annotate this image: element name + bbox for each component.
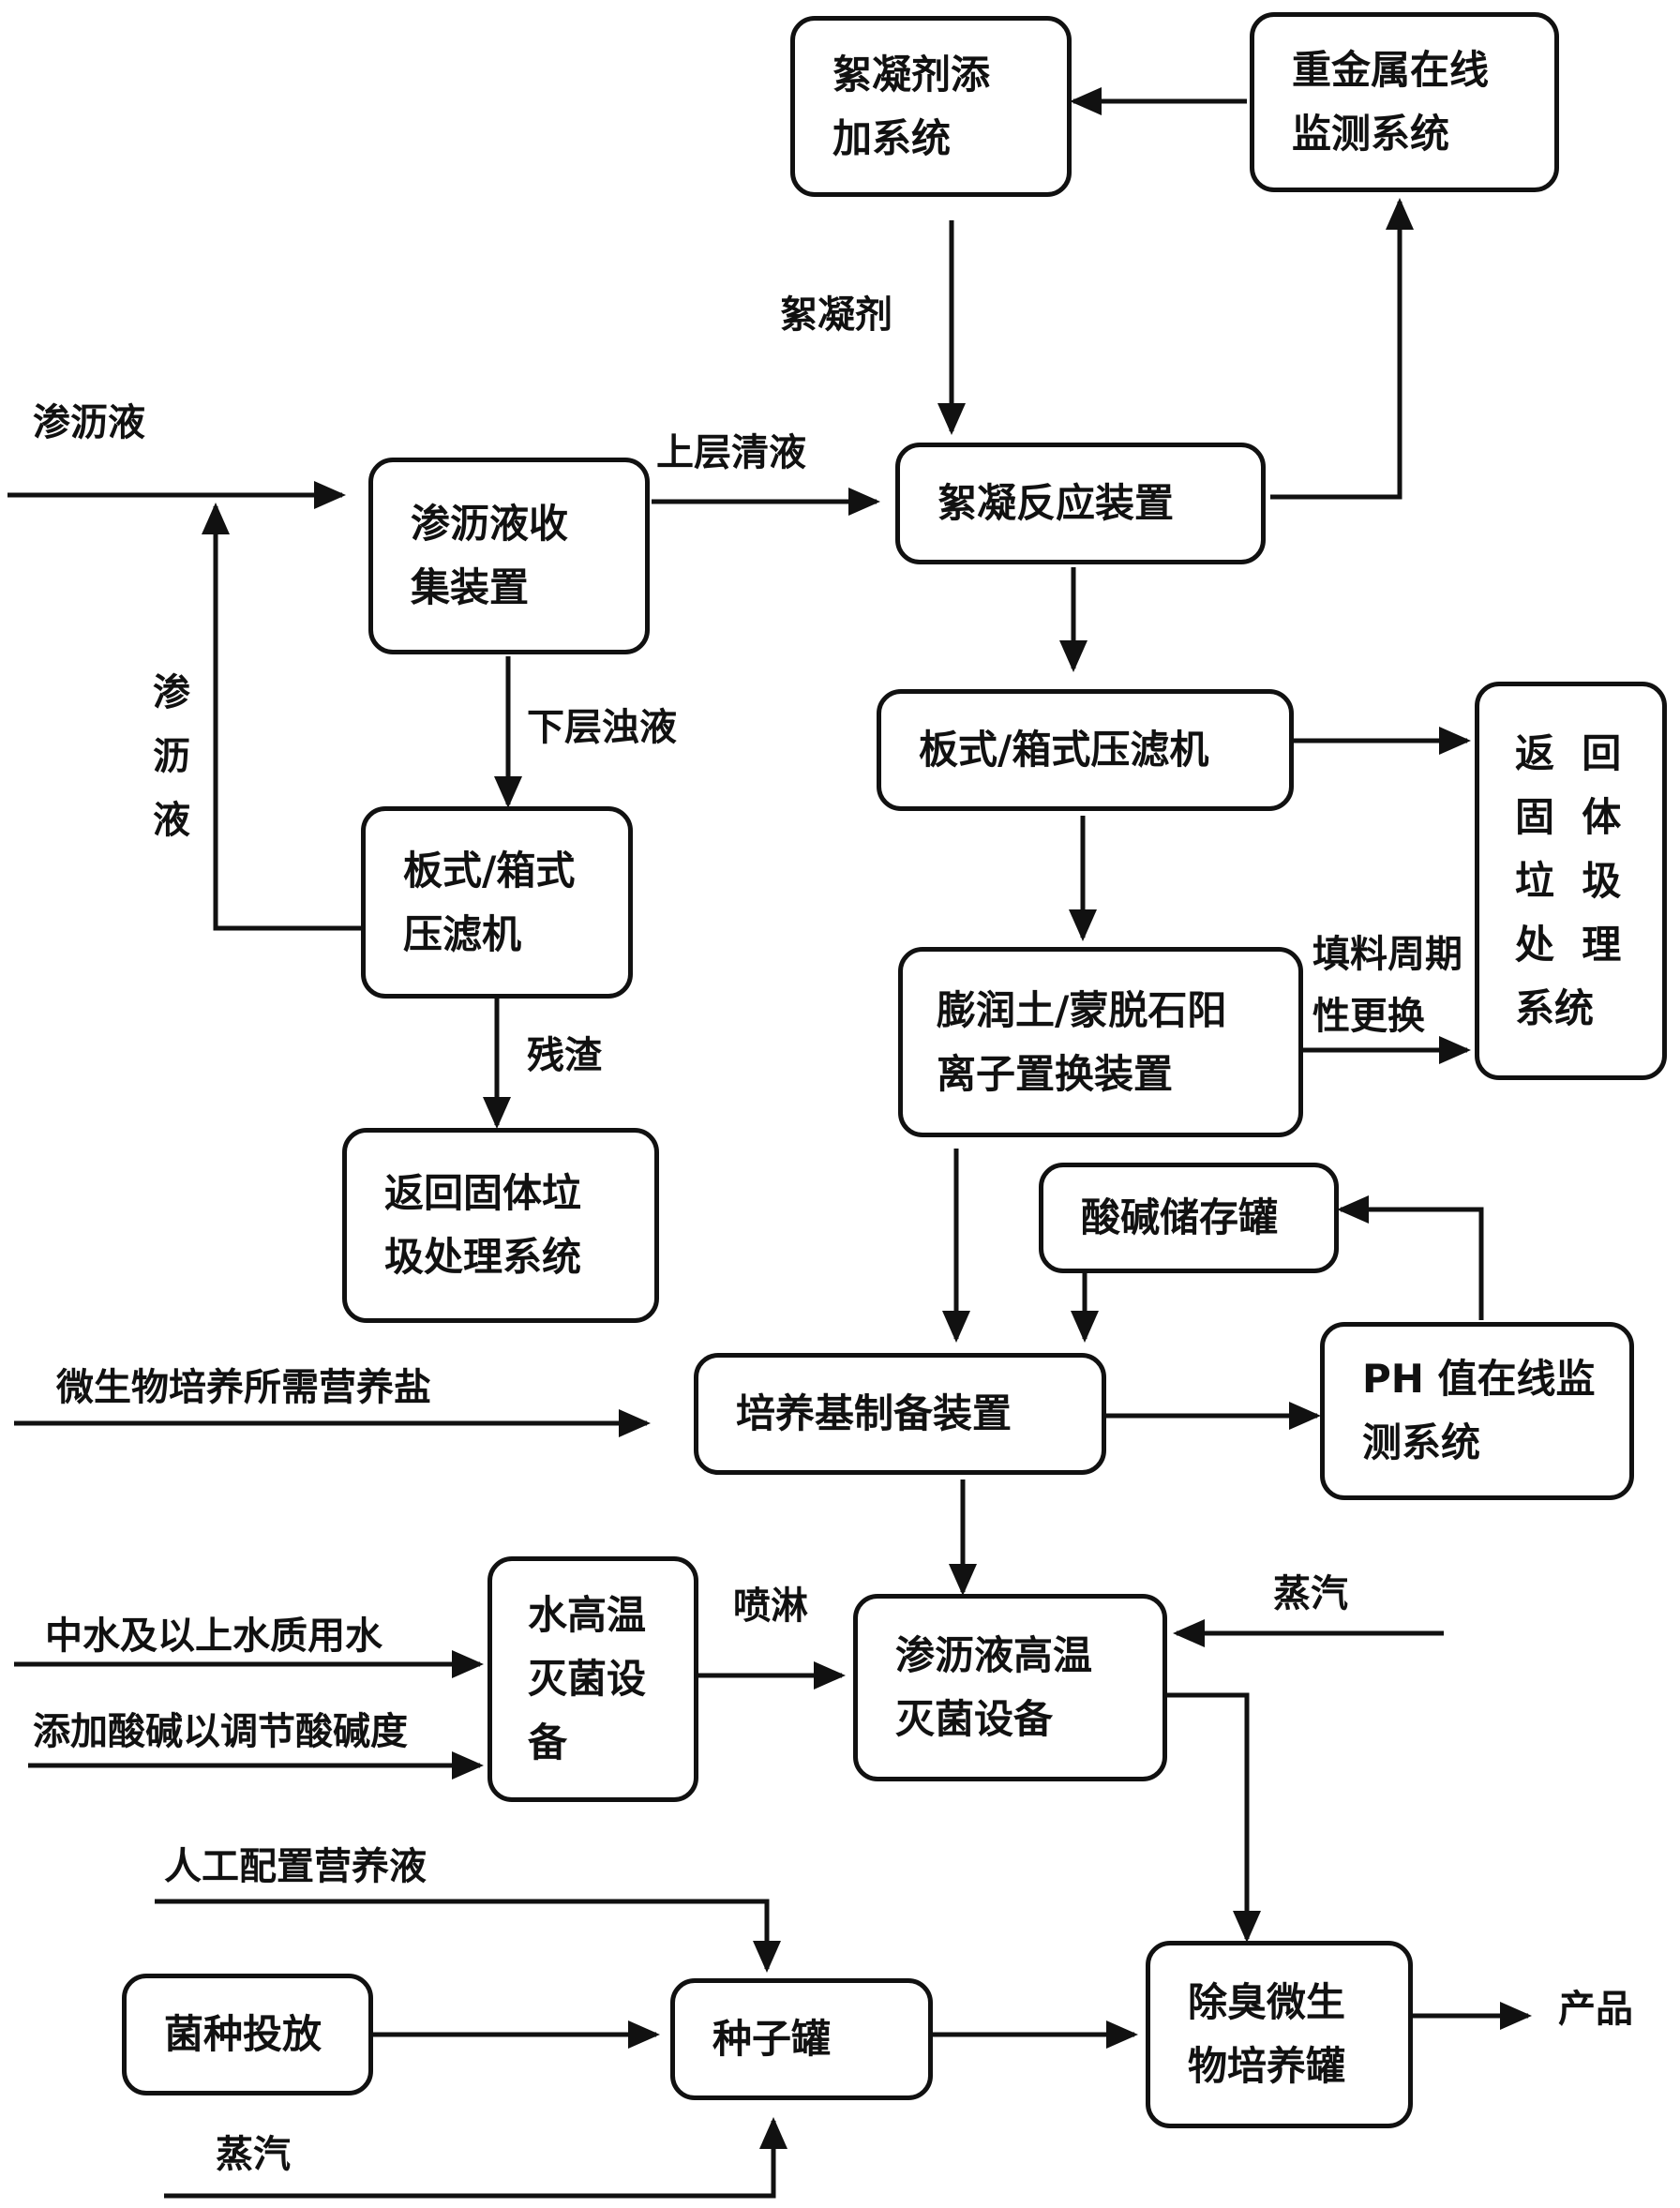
water-sterilization-equipment: 水高温 灭菌设 备 <box>488 1556 698 1802</box>
label-lower-turbid: 下层浊液 <box>527 706 677 749</box>
flocculant-dosing-system: 絮凝剂添 加系统 <box>790 16 1072 197</box>
label-leachate-return: 渗 沥 液 <box>153 671 190 842</box>
label-leachate-input: 渗沥液 <box>33 401 145 444</box>
return-solid-waste-system-right: 返 回 固 体 垃 圾 处 理 系统 <box>1475 682 1667 1080</box>
leachate-sterilization-equipment: 渗沥液高温 灭菌设备 <box>853 1594 1167 1781</box>
filter-press-left: 板式/箱式 压滤机 <box>361 806 633 999</box>
medium-preparation-device: 培养基制备装置 <box>694 1353 1106 1475</box>
seed-release: 菌种投放 <box>122 1974 373 2095</box>
label-upper-clear: 上层清液 <box>656 431 806 474</box>
ph-monitor-system: PH 值在线监 测系统 <box>1320 1322 1634 1500</box>
label-spray: 喷淋 <box>733 1585 808 1628</box>
heavy-metal-monitor-system: 重金属在线 监测系统 <box>1250 12 1559 192</box>
seed-tank: 种子罐 <box>670 1978 933 2100</box>
label-residue: 残渣 <box>527 1034 602 1077</box>
ion-exchange-device: 膨润土/蒙脱石阳 离子置换装置 <box>898 947 1303 1137</box>
acid-base-storage-tank: 酸碱储存罐 <box>1039 1163 1339 1273</box>
arrow-reactor-to-monitor <box>1270 198 1414 500</box>
label-steam-right: 蒸汽 <box>1273 1572 1348 1615</box>
arrow-manual-nutrient <box>155 1899 781 1973</box>
arrow-ph-to-acid <box>1337 1195 1484 1320</box>
leachate-collection-device: 渗沥液收 集装置 <box>368 458 650 654</box>
label-manual-nutrient: 人工配置营养液 <box>164 1845 427 1888</box>
arrow-steam-bottom <box>164 2117 788 2199</box>
flocculation-reactor: 絮凝反应装置 <box>895 443 1266 564</box>
label-add-acid-base: 添加酸碱以调节酸碱度 <box>33 1710 408 1753</box>
label-flocculant: 絮凝剂 <box>780 293 892 337</box>
label-steam-bottom: 蒸汽 <box>216 2133 291 2176</box>
arrow-sterilizer-to-deodor <box>1167 1692 1261 1943</box>
label-nutrient-salt: 微生物培养所需营养盐 <box>56 1366 431 1409</box>
label-middle-water: 中水及以上水质用水 <box>45 1615 382 1658</box>
arrow-leachate-return <box>202 503 361 931</box>
label-product: 产品 <box>1558 1988 1633 2031</box>
filter-press-right: 板式/箱式压滤机 <box>877 689 1294 811</box>
deodorizing-microbe-tank: 除臭微生 物培养罐 <box>1146 1941 1413 2128</box>
label-filler-replace: 填料周期 性更换 <box>1312 933 1462 1038</box>
return-solid-waste-system-left: 返回固体垃 圾处理系统 <box>342 1128 659 1323</box>
